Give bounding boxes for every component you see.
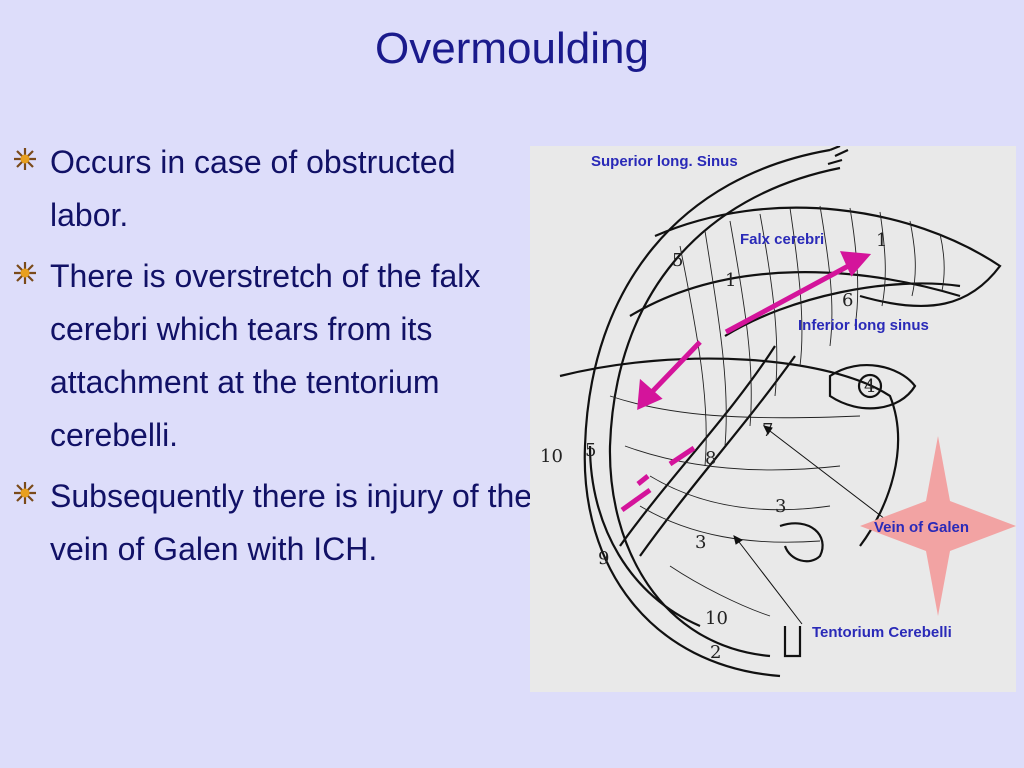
occipital-outline bbox=[588, 445, 701, 628]
figure-number: 1 bbox=[876, 230, 887, 251]
bullet-text: Occurs in case of obstructed labor. bbox=[50, 144, 456, 233]
figure-number: 5 bbox=[672, 250, 683, 271]
label-superior-long-sinus: Superior long. Sinus bbox=[591, 153, 738, 170]
page-title: Overmoulding bbox=[375, 24, 649, 73]
figure-number: 3 bbox=[775, 496, 786, 517]
skull-outline bbox=[583, 148, 831, 678]
tear-dash bbox=[620, 487, 652, 513]
bullet-item: Occurs in case of obstructed labor. bbox=[12, 136, 542, 242]
drain-tube bbox=[783, 626, 802, 658]
label-tentorium-cerebelli: Tentorium Cerebelli bbox=[812, 624, 952, 641]
flower-bullet-icon bbox=[14, 262, 36, 284]
label-inferior-long-sinus: Inferior long sinus bbox=[798, 317, 929, 334]
figure-number: 3 bbox=[695, 532, 706, 553]
falx-outline bbox=[654, 206, 1002, 308]
tear-arrow-head bbox=[637, 378, 663, 411]
falx-stretch-arrow-line bbox=[724, 261, 854, 335]
tentorium-pointer bbox=[735, 537, 803, 625]
flower-bullet-icon bbox=[14, 482, 36, 504]
straight-sinus-line-2 bbox=[639, 355, 796, 557]
figure-number: 8 bbox=[705, 448, 716, 469]
figure-number: 10 bbox=[540, 446, 563, 467]
figure-number: 4 bbox=[864, 376, 875, 397]
figure-number: 6 bbox=[842, 290, 853, 311]
posterior-loop bbox=[779, 522, 824, 563]
bullet-text: Subsequently there is injury of the vein… bbox=[50, 478, 533, 567]
figure-number: 1 bbox=[725, 270, 736, 291]
figure-number: 2 bbox=[710, 642, 721, 663]
bullet-list: Occurs in case of obstructed labor. Ther… bbox=[12, 136, 542, 584]
falx-stretch-arrow-head bbox=[839, 251, 872, 277]
straight-sinus-line bbox=[619, 345, 776, 547]
flower-bullet-icon bbox=[14, 148, 36, 170]
label-falx-cerebri: Falx cerebri bbox=[740, 231, 825, 248]
figure-number: 10 bbox=[705, 608, 728, 629]
tear-arrow-line bbox=[648, 340, 702, 396]
sinus-knot bbox=[828, 364, 917, 410]
figure-number: 5 bbox=[585, 440, 596, 461]
highlight-star bbox=[860, 436, 1016, 616]
tear-dash bbox=[636, 474, 650, 486]
tentorium-outline bbox=[559, 357, 900, 547]
bullet-item: There is overstretch of the falx cerebri… bbox=[12, 250, 542, 462]
galen-pointer bbox=[765, 427, 903, 533]
bullet-item: Subsequently there is injury of the vein… bbox=[12, 470, 542, 576]
anatomy-figure: 1 1 2 3 3 4 5 5 6 7 8 9 10 10 bbox=[530, 144, 1016, 692]
skull-inner-outline bbox=[608, 166, 841, 658]
sinus-stub bbox=[827, 144, 849, 166]
falx-lower-edge bbox=[629, 271, 961, 317]
anatomy-drawing: 1 1 2 3 3 4 5 5 6 7 8 9 10 10 bbox=[540, 144, 1016, 678]
figure-number: 9 bbox=[598, 548, 609, 569]
label-vein-of-galen: Vein of Galen bbox=[874, 519, 970, 536]
bullet-text: There is overstretch of the falx cerebri… bbox=[50, 258, 481, 453]
inferior-sinus-outline bbox=[724, 282, 961, 337]
tear-dash bbox=[668, 445, 696, 467]
